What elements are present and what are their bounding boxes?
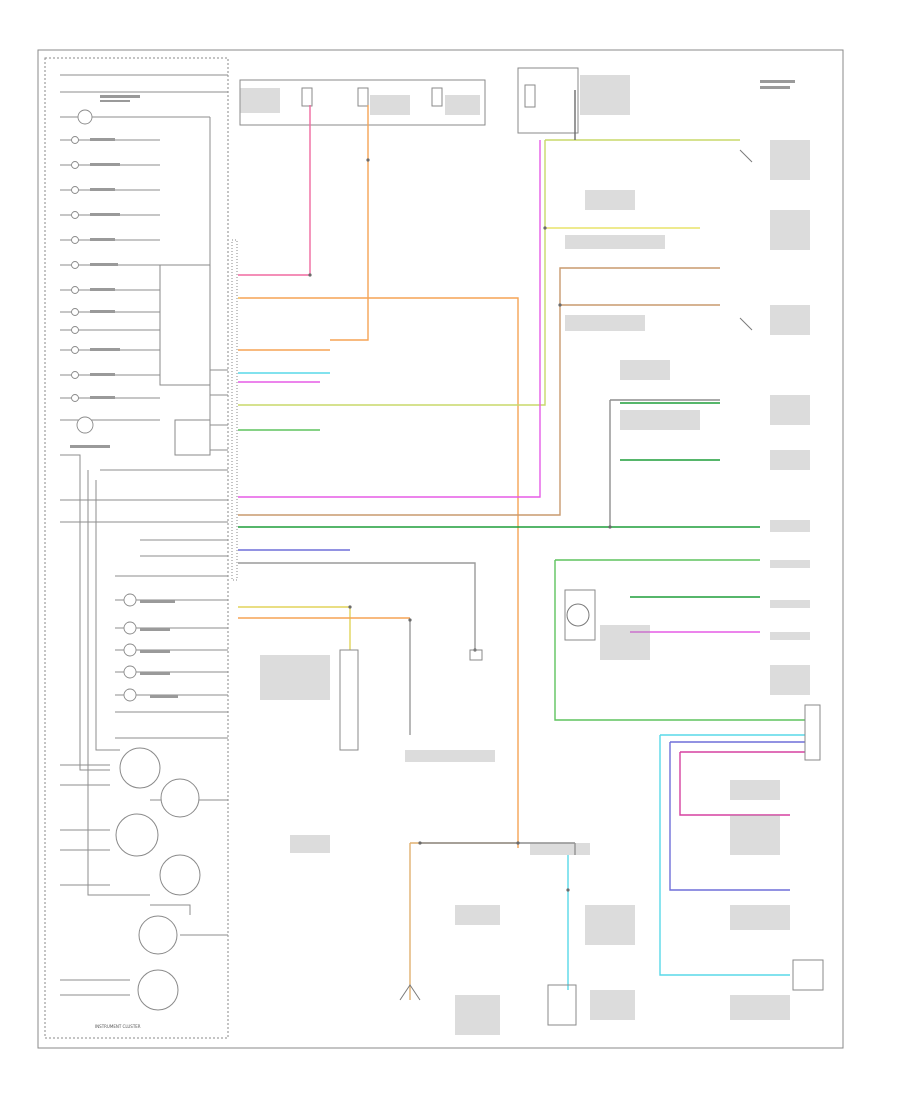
indicator-lamp-icon (71, 308, 79, 316)
sensor-icon (804, 704, 821, 761)
top-fuse-panel (239, 67, 579, 134)
indicator-lamp-icon (71, 261, 79, 269)
wire-pink (238, 105, 311, 276)
small-label-marks (70, 75, 810, 1035)
footer-label: INSTRUMENT CLUSTER (95, 1024, 141, 1029)
sensor-icon (792, 959, 824, 991)
instrument-cluster-box (44, 57, 229, 1039)
outer-frame (37, 49, 844, 1049)
sensor-icon (547, 984, 577, 1026)
wire-magenta (679, 752, 790, 816)
tachometer-gauge-icon (115, 813, 159, 857)
indicator-lamps (71, 109, 137, 702)
sensor-icon (564, 589, 596, 641)
sensor-icon (566, 603, 590, 627)
coolant-temp-gauge-icon (138, 915, 178, 955)
sensor-icon (339, 649, 359, 751)
switch-icon (399, 984, 421, 1001)
indicator-lamp-icon (123, 593, 137, 607)
gauges (115, 747, 201, 1011)
indicator-lamp-icon (71, 236, 79, 244)
indicator-lamp-icon (77, 109, 93, 125)
connector-block (231, 239, 238, 581)
indicator-lamp-icon (71, 136, 79, 144)
indicator-lamp-icon (71, 346, 79, 354)
switch-icon (739, 317, 753, 331)
switches-and-sensors (339, 149, 824, 1026)
ground-icon (469, 649, 483, 661)
wire-violet (238, 140, 541, 498)
wire-yellow (238, 606, 351, 650)
cluster-internal-wiring (60, 74, 228, 996)
indicator-lamp-icon (71, 186, 79, 194)
indicator-lamp-icon (71, 161, 79, 169)
indicator-lamp-icon (123, 621, 137, 635)
indicator-lamp-icon (76, 416, 94, 434)
wire-harness (238, 90, 805, 1000)
speedometer-gauge-icon (137, 969, 179, 1011)
wire-gray (238, 562, 476, 650)
voltmeter-gauge-icon (119, 747, 161, 789)
switch-icon (739, 149, 753, 163)
fuel-gauge-icon (159, 854, 201, 896)
indicator-lamp-icon (71, 286, 79, 294)
wire-orange (330, 105, 369, 341)
wire-brown (238, 267, 720, 516)
oil-pressure-gauge-icon (160, 778, 200, 818)
indicator-lamp-icon (123, 688, 137, 702)
indicator-lamp-icon (71, 394, 79, 402)
indicator-lamp-icon (71, 326, 79, 334)
indicator-lamp-icon (71, 211, 79, 219)
indicator-lamp-icon (71, 371, 79, 379)
indicator-lamp-icon (123, 665, 137, 679)
indicator-lamp-icon (123, 643, 137, 657)
